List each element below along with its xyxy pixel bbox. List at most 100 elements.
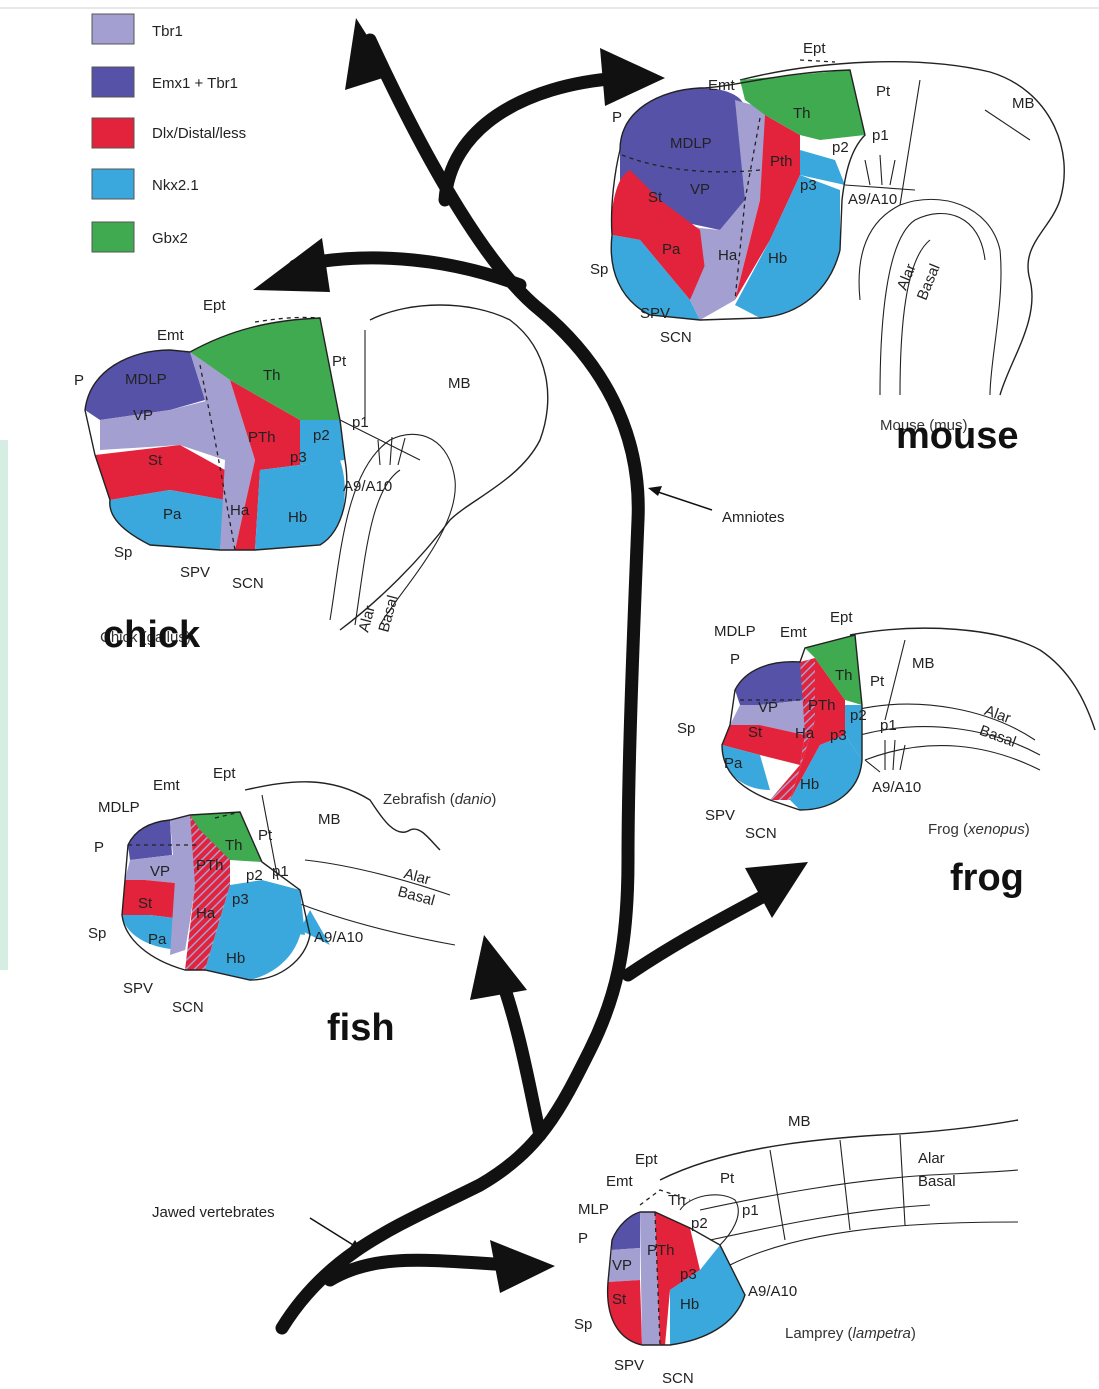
legend-swatch (92, 67, 134, 97)
mouse-tube-inner (880, 213, 985, 395)
region-ept: Ept (213, 765, 236, 782)
region-spv: SPV (614, 1357, 644, 1374)
brain-frog: Ept MDLP Emt MB P Th Pt VP PTh Sp p2 p1 … (677, 609, 1095, 899)
legend: Tbr1 Emx1 + Tbr1 Dlx/Distal/less Nkx2.1 … (92, 14, 246, 252)
region-spv: SPV (123, 980, 153, 997)
region-emt: Emt (606, 1173, 634, 1190)
mouse-div (865, 160, 870, 185)
region-basal: Basal (918, 1173, 956, 1190)
lamprey-div (900, 1135, 905, 1225)
region-th: Th (668, 1192, 686, 1209)
region-p: P (74, 372, 84, 389)
region-hb: Hb (226, 950, 245, 967)
species-name: Frog (928, 821, 959, 838)
pointer-line (652, 490, 712, 510)
region-pa: Pa (724, 755, 743, 772)
region-p: P (612, 109, 622, 126)
region-th: Th (793, 105, 811, 122)
region-pth: PTh (647, 1242, 675, 1259)
legend-label: Dlx/Distal/less (152, 125, 246, 142)
region-mdlp: MDLP (125, 371, 167, 388)
species-big-mouse: mouse (896, 415, 1018, 457)
left-edge-strip (0, 440, 8, 970)
region-p1: p1 (880, 717, 897, 734)
region-sp: Sp (114, 544, 132, 561)
region-p: P (94, 839, 104, 856)
region-hb: Hb (680, 1296, 699, 1313)
region-p3: p3 (290, 449, 307, 466)
region-alar: Alar (894, 262, 920, 293)
species-big-frog: frog (950, 857, 1024, 899)
region-scn: SCN (745, 825, 777, 842)
region-p2: p2 (313, 427, 330, 444)
chick-div (378, 440, 380, 465)
region-p3: p3 (232, 891, 249, 908)
region-sp: Sp (590, 261, 608, 278)
region-pt: Pt (870, 673, 885, 690)
region-sp: Sp (677, 720, 695, 737)
species-latin: lampetra (853, 1325, 911, 1342)
region-sp: Sp (88, 925, 106, 942)
legend-item-tbr1: Tbr1 (92, 14, 183, 44)
region-scn: SCN (172, 999, 204, 1016)
frog-div (893, 740, 895, 770)
region-a9a10: A9/A10 (314, 929, 363, 946)
mouse-div (880, 155, 882, 185)
region-vp: VP (133, 407, 153, 424)
jawed-label: Jawed vertebrates (152, 1204, 275, 1221)
pointer-head (648, 486, 662, 496)
region-emt: Emt (780, 624, 808, 641)
region-basal: Basal (375, 593, 401, 634)
region-th: Th (835, 667, 853, 684)
chick-outline (340, 305, 548, 630)
region-scn: SCN (662, 1370, 694, 1387)
species-latin: danio (455, 791, 492, 808)
lamprey-tube (730, 1222, 1018, 1265)
brain-mouse: Ept Emt Pt MB Th P MDLP Pth p1 p2 p3 VP … (590, 40, 1064, 457)
region-pth: PTh (248, 429, 276, 446)
species-name: Lamprey (785, 1325, 844, 1342)
brain-lamprey: MB Ept Emt Pt Alar Basal Th MLP p1 p2 P … (574, 1113, 1018, 1387)
mouse-div (845, 185, 915, 190)
region-ept: Ept (203, 297, 226, 314)
region-mb: MB (1012, 95, 1035, 112)
region-p1: p1 (742, 1202, 759, 1219)
frog-tube (865, 746, 1040, 770)
region-pa: Pa (662, 241, 681, 258)
legend-swatch (92, 118, 134, 148)
region-scn: SCN (232, 575, 264, 592)
legend-swatch (92, 14, 134, 44)
region-th: Th (225, 837, 243, 854)
region-p2: p2 (832, 139, 849, 156)
arrowhead-lamprey (490, 1240, 555, 1293)
region-emt: Emt (708, 77, 736, 94)
region-a9a10: A9/A10 (848, 191, 897, 208)
region-hb: Hb (288, 509, 307, 526)
region-emt: Emt (153, 777, 181, 794)
region-a9a10: A9/A10 (748, 1283, 797, 1300)
legend-label: Tbr1 (152, 23, 183, 40)
region-vp: VP (150, 863, 170, 880)
legend-swatch (92, 169, 134, 199)
region-pth: PTh (808, 697, 836, 714)
region-st: St (612, 1291, 627, 1308)
region-alar: Alar (918, 1150, 945, 1167)
region-ha: Ha (795, 725, 815, 742)
region-p2: p2 (691, 1215, 708, 1232)
region-mb: MB (448, 375, 471, 392)
region-ha: Ha (718, 247, 738, 264)
region-ha: Ha (196, 905, 216, 922)
region-p1: p1 (352, 414, 369, 431)
frog-div (885, 640, 905, 720)
chick-hb-region (255, 460, 345, 550)
region-a9a10: A9/A10 (872, 779, 921, 796)
region-pa: Pa (163, 506, 182, 523)
region-ept: Ept (803, 40, 826, 57)
region-p1: p1 (272, 863, 289, 880)
region-p: P (578, 1230, 588, 1247)
mouse-div (890, 160, 895, 185)
region-hb: Hb (800, 776, 819, 793)
region-p: P (730, 651, 740, 668)
region-vp: VP (612, 1257, 632, 1274)
region-pa: Pa (148, 931, 167, 948)
